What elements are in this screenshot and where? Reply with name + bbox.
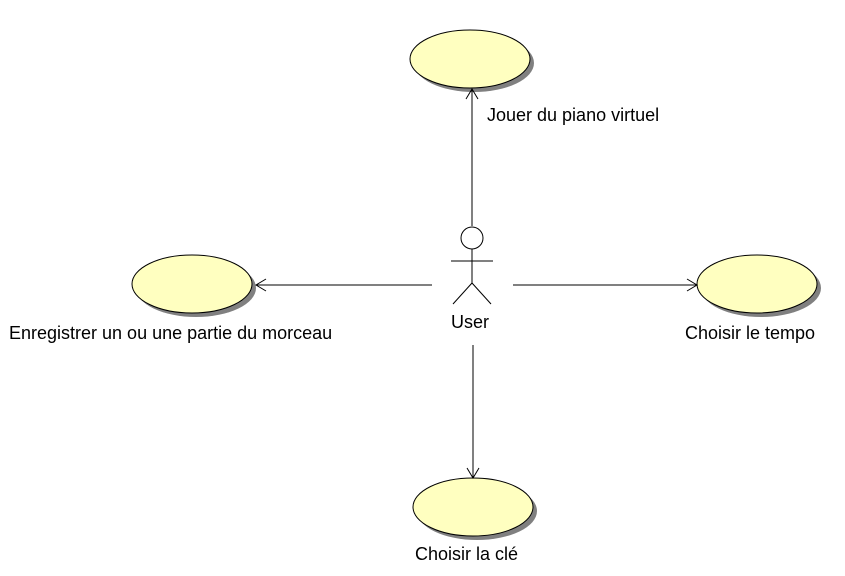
use-case-cle[interactable]: Choisir la clé bbox=[412, 477, 537, 564]
stick-figure-icon bbox=[451, 226, 493, 305]
use-case-tempo[interactable]: Choisir le tempo bbox=[685, 254, 821, 343]
use-case-jouer[interactable]: Jouer du piano virtuel bbox=[409, 29, 659, 125]
association-cle[interactable] bbox=[466, 345, 480, 479]
use-case-tempo-ellipse bbox=[696, 254, 818, 314]
arrowhead-jouer-icon bbox=[465, 88, 479, 100]
use-case-jouer-label: Jouer du piano virtuel bbox=[487, 105, 659, 125]
use-case-enregistrer-label: Enregistrer un ou une partie du morceau bbox=[9, 323, 332, 343]
actor-user-label: User bbox=[451, 312, 489, 332]
use-case-tempo-label: Choisir le tempo bbox=[685, 323, 815, 343]
use-case-enregistrer[interactable]: Enregistrer un ou une partie du morceau bbox=[9, 254, 332, 343]
use-case-cle-label: Choisir la clé bbox=[415, 544, 518, 564]
association-jouer[interactable] bbox=[465, 88, 479, 226]
association-enregistrer[interactable] bbox=[255, 278, 432, 292]
use-case-jouer-ellipse bbox=[409, 29, 531, 89]
arrowhead-tempo-icon bbox=[686, 278, 698, 292]
arrowhead-enregistrer-icon bbox=[255, 278, 267, 292]
actor-user[interactable]: User bbox=[451, 226, 493, 332]
association-tempo[interactable] bbox=[513, 278, 698, 292]
arrowhead-cle-icon bbox=[466, 467, 480, 479]
use-case-enregistrer-ellipse bbox=[131, 254, 253, 314]
use-case-cle-ellipse bbox=[412, 477, 534, 537]
